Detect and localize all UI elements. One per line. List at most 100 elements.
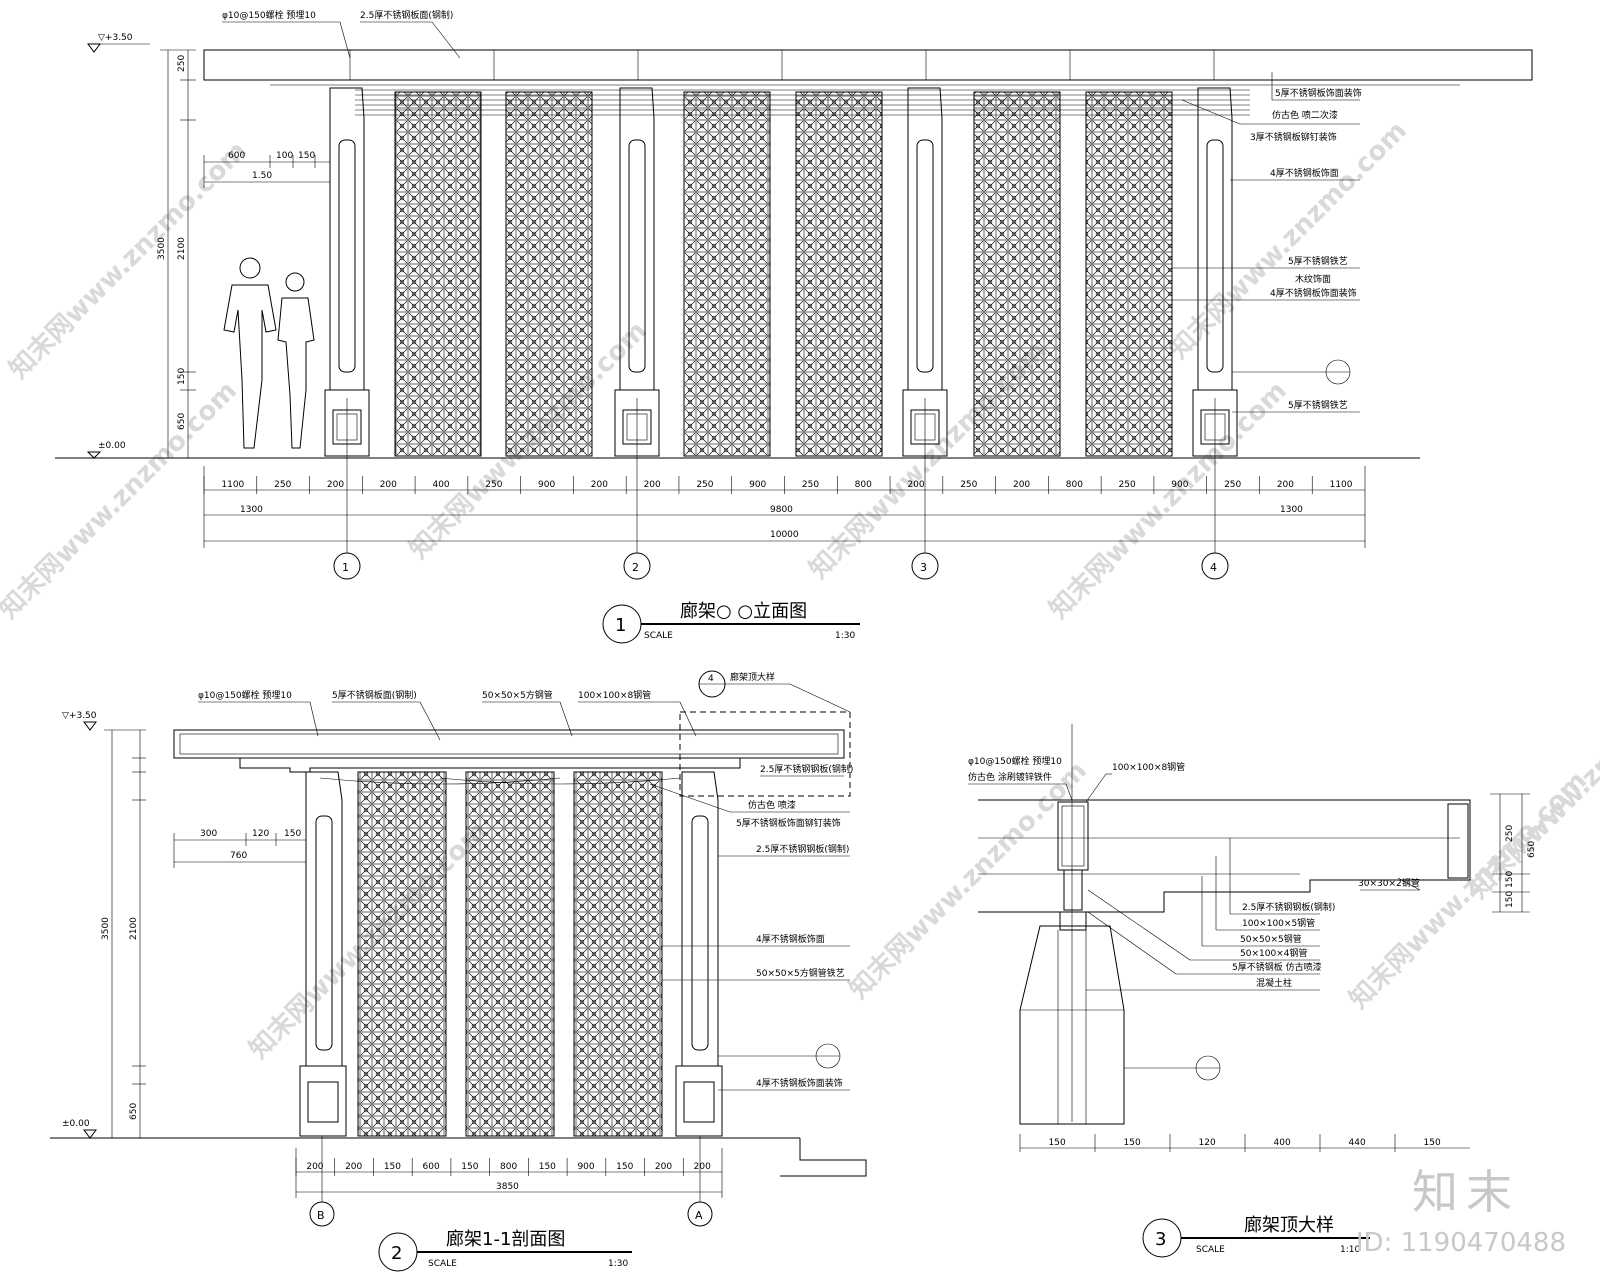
- section-post-b: [299, 771, 347, 1137]
- elev-dim-label: 250: [274, 480, 291, 490]
- det-note-2: 100×100×5钢管: [1242, 917, 1315, 929]
- det-note-6: 混凝土柱: [1256, 977, 1292, 989]
- elev-dim-label: 200: [591, 480, 608, 490]
- view3-scale: 1:10: [1340, 1245, 1360, 1255]
- dim-v-band: 150: [177, 368, 187, 385]
- dim-v-column: 2100: [177, 237, 187, 260]
- elevation-title: 1 廊架○ ○立面图 SCALE 1:30: [602, 601, 860, 644]
- detail-end-plate: [1447, 803, 1469, 879]
- elev-dim-label: 1100: [1330, 480, 1353, 490]
- dim-row2-1: 9800: [770, 505, 793, 515]
- dim-row-1: 1100 250 200 200 400 250 900 200 200 250 900 250 800…: [203, 476, 1353, 494]
- sec-dim-label: 200: [306, 1162, 323, 1172]
- human-figures: [223, 257, 315, 449]
- det-note-0: 100×100×8钢管: [1112, 761, 1185, 773]
- sec-dim-label: 600: [423, 1162, 440, 1172]
- dim-v-roof: 250: [177, 55, 187, 72]
- axis-b: B: [317, 1209, 325, 1222]
- section-steps: [780, 1138, 867, 1177]
- elev-dim-label: 200: [1013, 480, 1030, 490]
- sec-dim-label: 150: [384, 1162, 401, 1172]
- sec-note-1: 5厚不锈钢板面(钢制): [332, 689, 417, 701]
- brand-logo: 知末: [1412, 1165, 1520, 1219]
- view2-scale-label: SCALE: [428, 1259, 457, 1269]
- detail-steel-box: [1057, 801, 1089, 871]
- det-dim-r-3: 150: [1505, 891, 1515, 908]
- view1-scale: 1:30: [835, 631, 855, 641]
- elevation-vertical-dims: 3500 2100 650 150 250 ▽+3.50 ±0.00: [86, 33, 196, 459]
- sec-dim-v-col: 2100: [129, 917, 139, 940]
- dim-top-2: 150: [298, 151, 315, 161]
- sec-dim-label: 150: [616, 1162, 633, 1172]
- section-post-a: [675, 771, 723, 1137]
- view1-scale-label: SCALE: [644, 631, 673, 641]
- sec-dim-top-2: 150: [284, 829, 301, 839]
- dim-top-3: 1.50: [252, 171, 272, 181]
- level-bottom: ±0.00: [98, 441, 126, 451]
- detail-view: φ10@150螺栓 预埋10 仿古色 涂刷镀锌铁件 100×100×8钢管 2.…: [968, 724, 1537, 1258]
- sec-dim-top-1: 120: [252, 829, 269, 839]
- det-dim-r-0: 250: [1505, 825, 1515, 842]
- sec-note-4: 2.5厚不锈钢钢板(钢制): [760, 763, 853, 775]
- elevation-bottom-dims: 1100 250 200 200 400 250 900 200 200 250 900 250 800…: [203, 466, 1366, 548]
- sec-note-5: 仿古色 喷漆: [748, 799, 796, 811]
- elev-dim-label: 250: [696, 480, 713, 490]
- dim-row2-0: 1300: [240, 505, 263, 515]
- view1-number: 1: [615, 615, 626, 636]
- watermark-10: 知末网www.znzmo.com: [1464, 656, 1600, 905]
- sec-dim-label: 800: [500, 1162, 517, 1172]
- det-dim-label: 400: [1274, 1138, 1291, 1148]
- elevation-top-notes: φ10@150螺栓 预埋10 2.5厚不锈钢板面(钢制): [222, 9, 461, 59]
- view1-title: 廊架○ ○立面图: [680, 601, 807, 622]
- elev-dim-label: 900: [1171, 480, 1188, 490]
- elev-dim-label: 200: [907, 480, 924, 490]
- elev-dim-label: 900: [538, 480, 555, 490]
- section-right-notes: 2.5厚不锈钢钢板(钢制) 仿古色 喷漆 5厚不锈钢板饰面铆钉装饰 2.5厚不锈…: [649, 763, 853, 1091]
- elev-dim-label: 400: [432, 480, 449, 490]
- det-dim-label: 120: [1199, 1138, 1216, 1148]
- sec-level-bottom: ±0.00: [62, 1119, 90, 1129]
- det-note-5: 5厚不锈钢板 仿古喷漆: [1232, 961, 1322, 973]
- dim-v-total: 3500: [157, 237, 167, 260]
- section-axes: B A: [309, 1136, 713, 1227]
- det-note-7: 30×30×2钢管: [1358, 877, 1420, 889]
- sec-dim-v-base: 650: [129, 1103, 139, 1120]
- note-right-6: 4厚不锈钢板饰面装饰: [1270, 287, 1357, 299]
- note-top-0: φ10@150螺栓 预埋10: [222, 9, 316, 21]
- det-dim-r-1: 650: [1527, 841, 1537, 858]
- dim-top-1: 100: [276, 151, 293, 161]
- dim-row2-2: 1300: [1280, 505, 1303, 515]
- sec-dim-label: 150: [461, 1162, 478, 1172]
- brand-id: ID: 1190470488: [1355, 1228, 1566, 1258]
- detail-notes: 100×100×8钢管 2.5厚不锈钢钢板(钢制) 100×100×5钢管 50…: [1085, 761, 1421, 1081]
- watermark-8: 知末网www.znzmo.com: [844, 756, 1093, 1005]
- view2-number: 2: [391, 1243, 402, 1264]
- watermark-2: 知末网www.znzmo.com: [0, 376, 243, 625]
- elev-dim-label: 800: [855, 480, 872, 490]
- sec-dim-top-3: 760: [230, 851, 247, 861]
- det-dim-r-2: 150: [1505, 871, 1515, 888]
- section-title: 2 廊架1-1剖面图 SCALE 1:30: [378, 1229, 632, 1272]
- note-top-1: 2.5厚不锈钢板面(钢制): [360, 9, 453, 21]
- elev-dim-label: 200: [327, 480, 344, 490]
- section-screens: [357, 771, 663, 1137]
- view3-title: 廊架顶大样: [1244, 1215, 1334, 1236]
- elev-dim-label: 250: [1119, 480, 1136, 490]
- sec-dim-label: 150: [539, 1162, 556, 1172]
- lattice-screens: [394, 91, 1173, 457]
- note-right-7: 5厚不锈钢铁艺: [1288, 399, 1348, 411]
- sec-note-9: 50×50×5方钢管铁艺: [756, 967, 845, 979]
- sec-note-10: 4厚不锈钢板饰面装饰: [756, 1077, 843, 1089]
- dim-top-0: 600: [228, 151, 245, 161]
- callout-number: 4: [708, 674, 714, 684]
- sec-note-3: 100×100×8钢管: [578, 689, 651, 701]
- note-right-1: 仿古色 喷二次漆: [1272, 109, 1338, 121]
- det-dim-label: 440: [1349, 1138, 1366, 1148]
- det-note-left-1: 仿古色 涂刷镀锌铁件: [968, 771, 1052, 783]
- elev-dim-label: 250: [485, 480, 502, 490]
- elev-dim-label: 250: [960, 480, 977, 490]
